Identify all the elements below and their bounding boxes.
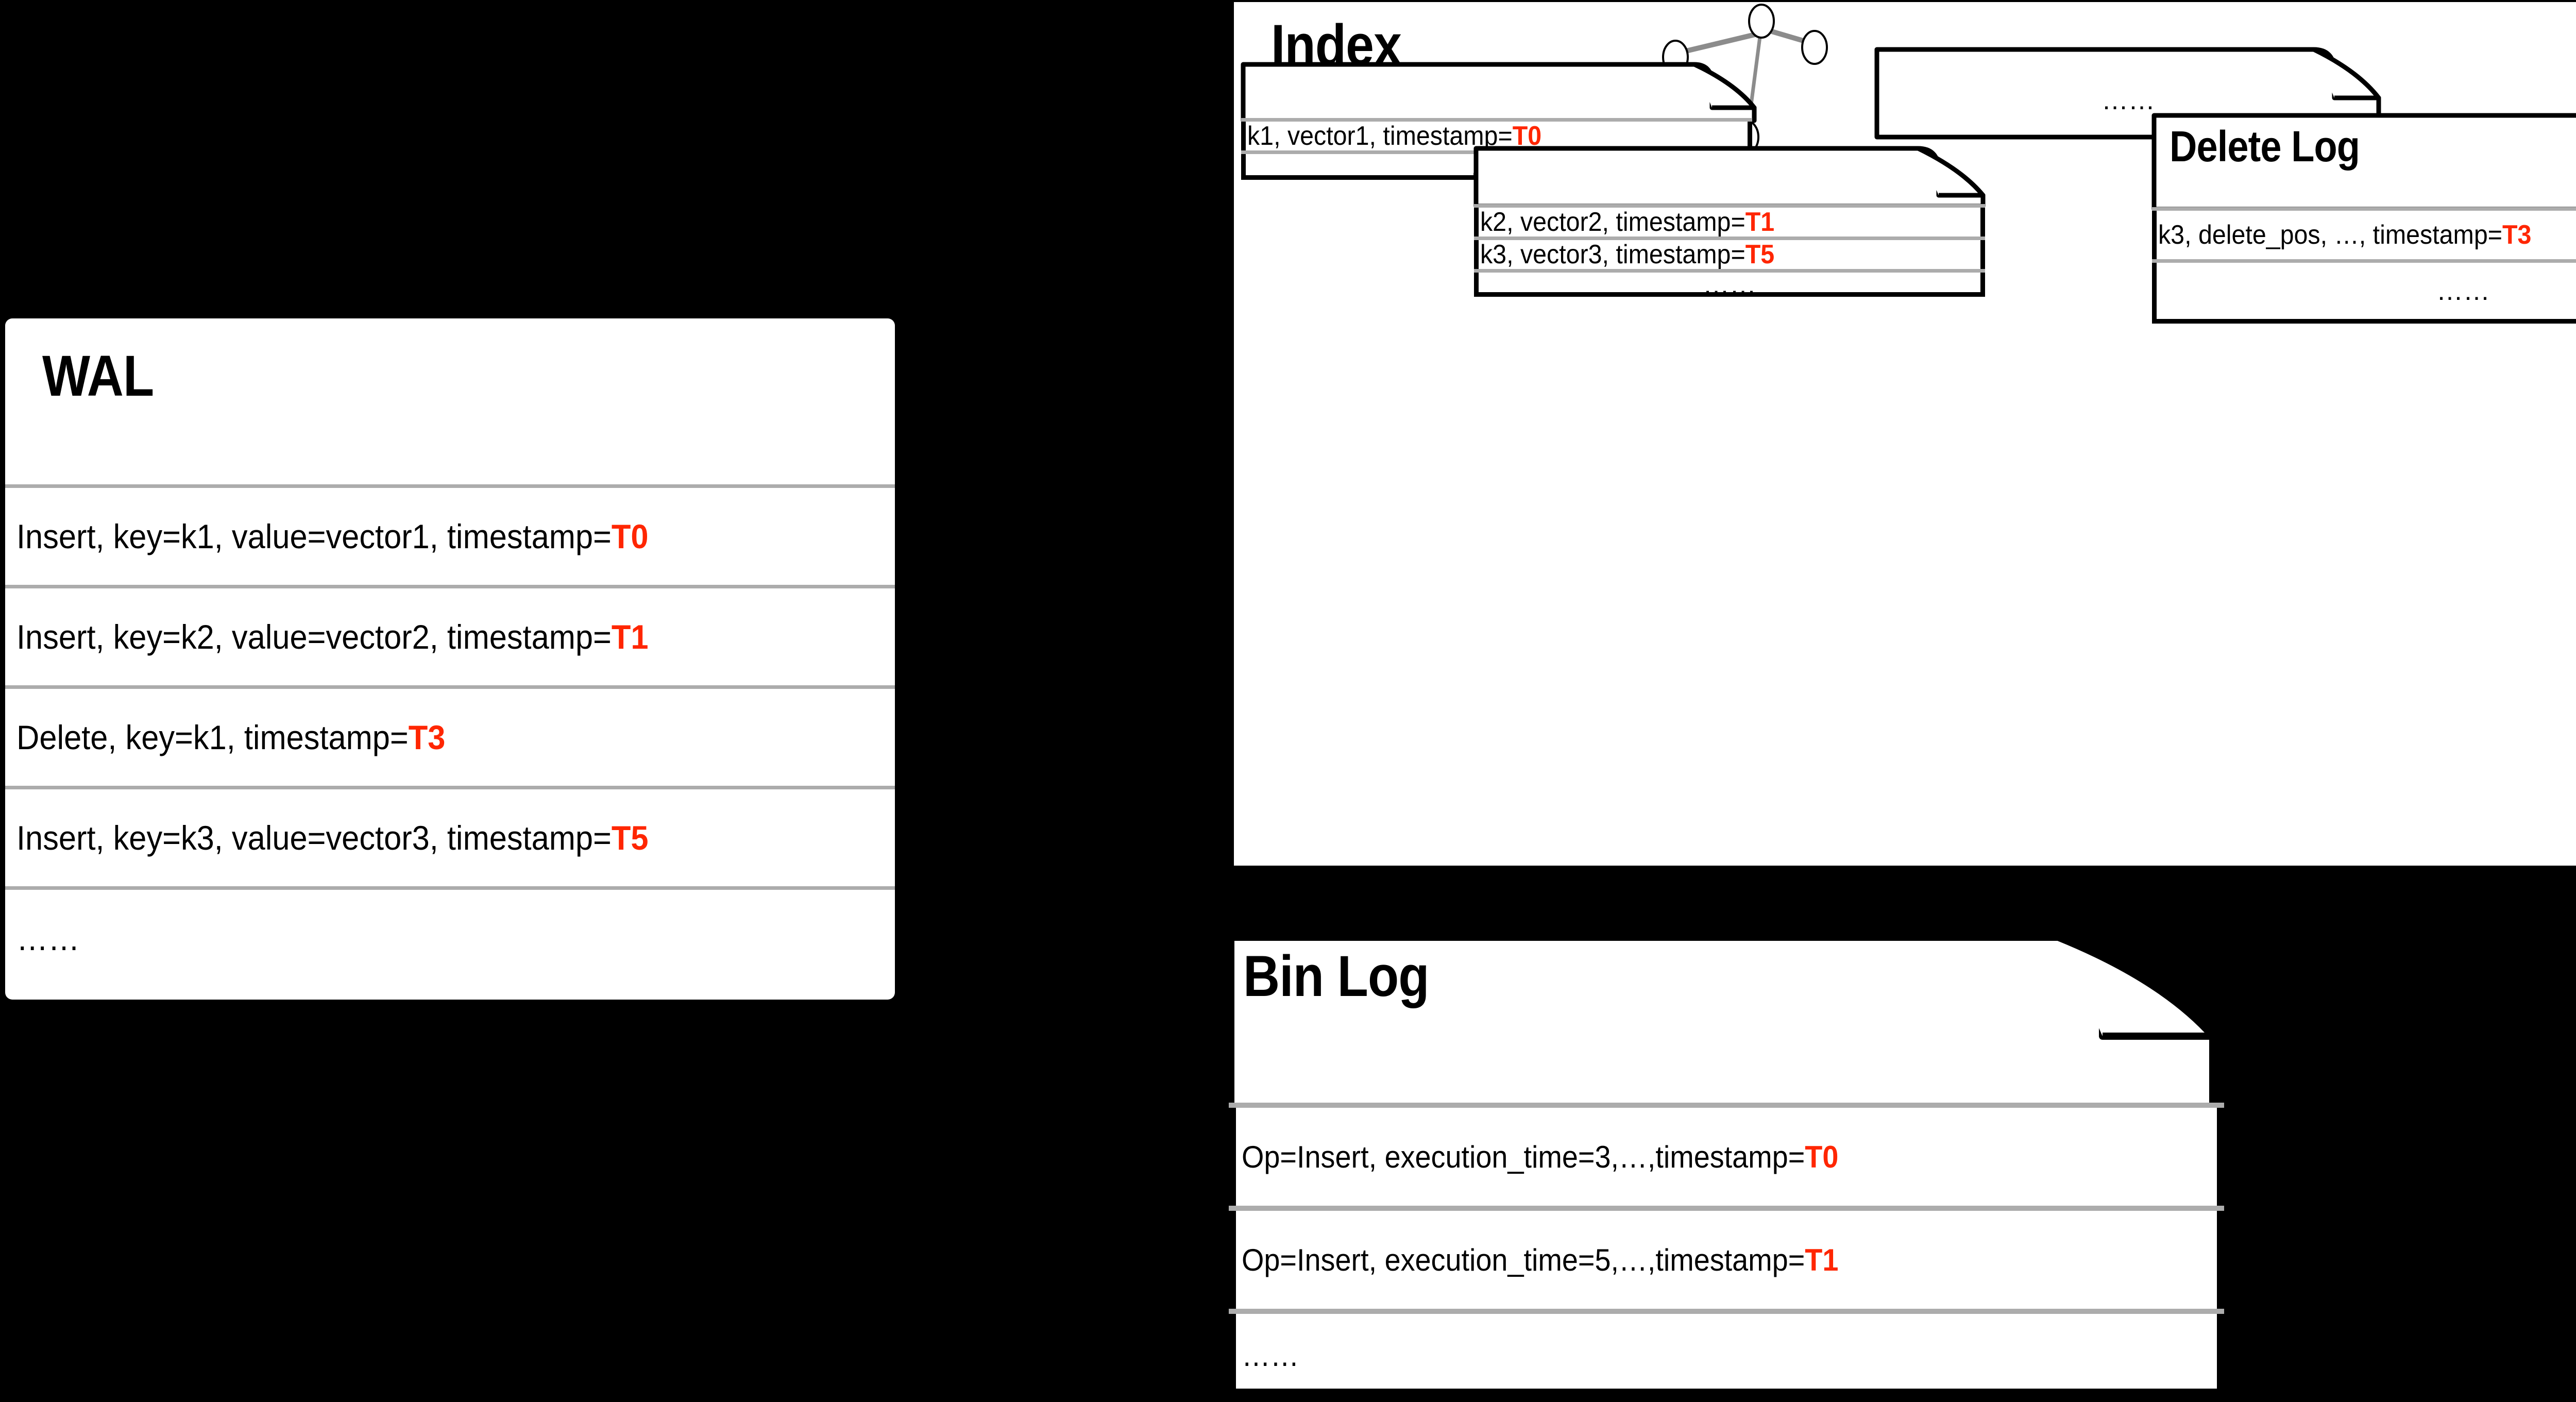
index-doc-k2-k3-sep [1474, 237, 1985, 240]
wal-separator [5, 484, 895, 488]
wal-title: WAL [42, 344, 154, 408]
delete-log-sep [2152, 259, 2576, 263]
delete-log-sep [2152, 207, 2576, 211]
index-doc-k2-k3-row-text: …… [1703, 269, 1756, 300]
wal-row-text: Delete, key=k1, timestamp=T3 [16, 718, 446, 756]
wal-row: Insert, key=k1, value=vector1, timestamp… [16, 488, 884, 585]
bin-log-row: Op=Insert, execution_time=3,…,timestamp=… [1242, 1108, 2215, 1206]
bin-log-body [1229, 1103, 2224, 1396]
delete-log-row: …… [2158, 263, 2576, 319]
index-doc-right-content: …… [1875, 47, 2382, 139]
bin-log-sep [1229, 1103, 2224, 1108]
bin-log-sep [1229, 1206, 2224, 1211]
bin-log-row: …… [1242, 1314, 2215, 1396]
wal-separator [5, 585, 895, 588]
wal-row: …… [16, 890, 884, 987]
bin-log-sep [1229, 1309, 2224, 1314]
bin-log-row-text: Op=Insert, execution_time=5,…,timestamp=… [1242, 1242, 1839, 1277]
index-doc-k2-k3-sep [1474, 269, 1985, 273]
bin-log-row-text: …… [1242, 1338, 1299, 1373]
delete-log-doc: Delete Log [2151, 113, 2576, 212]
wal-separator [5, 886, 895, 890]
wal-separator [5, 786, 895, 789]
index-doc-k1-sep [1241, 118, 1752, 122]
wal-row-text: …… [16, 919, 80, 957]
index-doc-right-row-text: …… [2102, 86, 2155, 115]
wal-row: Insert, key=k2, value=vector2, timestamp… [16, 588, 884, 685]
wal-row: Insert, key=k3, value=vector3, timestamp… [16, 789, 884, 886]
index-doc-k1-row-text: k1, vector1, timestamp=T0 [1247, 121, 1542, 151]
bin-log-title: Bin Log [1243, 944, 1429, 1008]
index-doc-k2-k3 [1473, 146, 1989, 209]
index-doc-k2-k3-row-text: k3, vector3, timestamp=T5 [1480, 240, 1775, 269]
delete-log-row-text: …… [2436, 276, 2490, 306]
index-doc-k2-k3-row: k2, vector2, timestamp=T1 [1480, 207, 1979, 237]
tree-node-root [1748, 4, 1775, 39]
delete-log-row: k3, delete_pos, …, timestamp=T3 [2158, 211, 2576, 259]
tree-node-right [1801, 30, 1828, 65]
wal-row-text: Insert, key=k2, value=vector2, timestamp… [16, 618, 649, 656]
delete-log-row-text: k3, delete_pos, …, timestamp=T3 [2158, 220, 2532, 250]
wal-row-text: Insert, key=k1, value=vector1, timestamp… [16, 517, 649, 555]
index-doc-k2-k3-row: …… [1480, 270, 1979, 300]
wal-panel: WAL Insert, key=k1, value=vector1, times… [5, 318, 895, 1000]
index-doc-k2-k3-row: k3, vector3, timestamp=T5 [1480, 240, 1979, 269]
index-doc-k2-k3-body [1474, 204, 1985, 297]
delete-log-body [2152, 207, 2576, 324]
wal-row: Delete, key=k1, timestamp=T3 [16, 689, 884, 786]
index-panel: Index k1, vector1, timestamp=T0 [1234, 2, 2576, 866]
wal-row-text: Insert, key=k3, value=vector3, timestamp… [16, 819, 649, 857]
delete-log-title: Delete Log [2170, 122, 2360, 171]
tree-edge-root-left [1679, 30, 1762, 55]
index-doc-k1-row: k1, vector1, timestamp=T0 [1247, 121, 1746, 151]
index-doc-k2-k3-sep [1474, 204, 1985, 208]
bin-log-row: Op=Insert, execution_time=5,…,timestamp=… [1242, 1211, 2215, 1309]
bin-log-row-text: Op=Insert, execution_time=3,…,timestamp=… [1242, 1139, 1839, 1174]
bin-log-doc: Bin Log [1227, 934, 2228, 1112]
index-doc-k2-k3-row-text: k2, vector2, timestamp=T1 [1480, 207, 1775, 237]
tree-edge-root-right [1767, 28, 1813, 46]
wal-separator [5, 685, 895, 689]
index-doc-k1 [1241, 62, 1757, 123]
